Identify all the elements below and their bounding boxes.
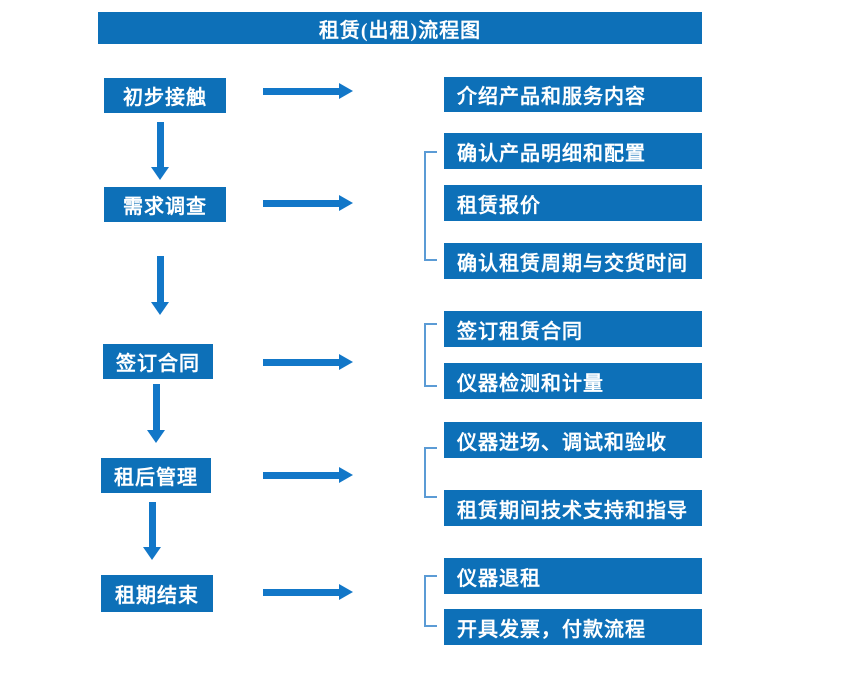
down-arrow-icon — [151, 122, 169, 180]
stage-box-initial-contact: 初步接触 — [104, 78, 226, 113]
stage-box-demand-survey: 需求调查 — [104, 187, 226, 222]
down-arrow-head — [151, 167, 169, 180]
down-arrow-shaft — [156, 122, 164, 167]
down-arrow-icon — [151, 256, 169, 315]
stage-box-sign-contract: 签订合同 — [103, 344, 213, 379]
down-arrow-icon — [147, 384, 165, 443]
right-arrow-shaft — [263, 471, 339, 479]
right-arrow-head — [339, 584, 353, 600]
right-arrow-icon — [263, 354, 353, 370]
step-box-rental-quote: 租赁报价 — [444, 185, 702, 221]
group-bracket — [424, 575, 437, 627]
group-bracket — [424, 151, 437, 261]
step-box-sign-rental-contract: 签订租赁合同 — [444, 311, 702, 347]
right-arrow-head — [339, 354, 353, 370]
right-arrow-shaft — [263, 87, 339, 95]
step-box-instrument-return: 仪器退租 — [444, 558, 702, 594]
down-arrow-head — [151, 302, 169, 315]
stage-box-rental-end: 租期结束 — [101, 575, 213, 612]
step-box-introduce-products: 介绍产品和服务内容 — [444, 77, 702, 112]
step-box-confirm-product-details: 确认产品明细和配置 — [444, 133, 702, 169]
down-arrow-shaft — [156, 256, 164, 302]
step-box-instrument-testing: 仪器检测和计量 — [444, 363, 702, 399]
right-arrow-shaft — [263, 199, 339, 207]
group-bracket — [424, 447, 437, 498]
right-arrow-shaft — [263, 358, 339, 366]
right-arrow-icon — [263, 467, 353, 483]
down-arrow-shaft — [152, 384, 160, 430]
right-arrow-head — [339, 195, 353, 211]
right-arrow-head — [339, 467, 353, 483]
down-arrow-head — [143, 547, 161, 560]
down-arrow-icon — [143, 502, 161, 560]
step-box-technical-support: 租赁期间技术支持和指导 — [444, 490, 702, 526]
flowchart-title: 租赁(出租)流程图 — [98, 12, 702, 44]
down-arrow-head — [147, 430, 165, 443]
right-arrow-icon — [263, 584, 353, 600]
right-arrow-head — [339, 83, 353, 99]
down-arrow-shaft — [148, 502, 156, 547]
step-box-instrument-setup: 仪器进场、调试和验收 — [444, 422, 702, 458]
group-bracket — [424, 323, 437, 387]
step-box-confirm-rental-period: 确认租赁周期与交货时间 — [444, 243, 702, 279]
step-box-invoice-payment: 开具发票，付款流程 — [444, 609, 702, 645]
right-arrow-icon — [263, 83, 353, 99]
right-arrow-shaft — [263, 588, 339, 596]
stage-box-post-rental-management: 租后管理 — [101, 458, 211, 493]
right-arrow-icon — [263, 195, 353, 211]
